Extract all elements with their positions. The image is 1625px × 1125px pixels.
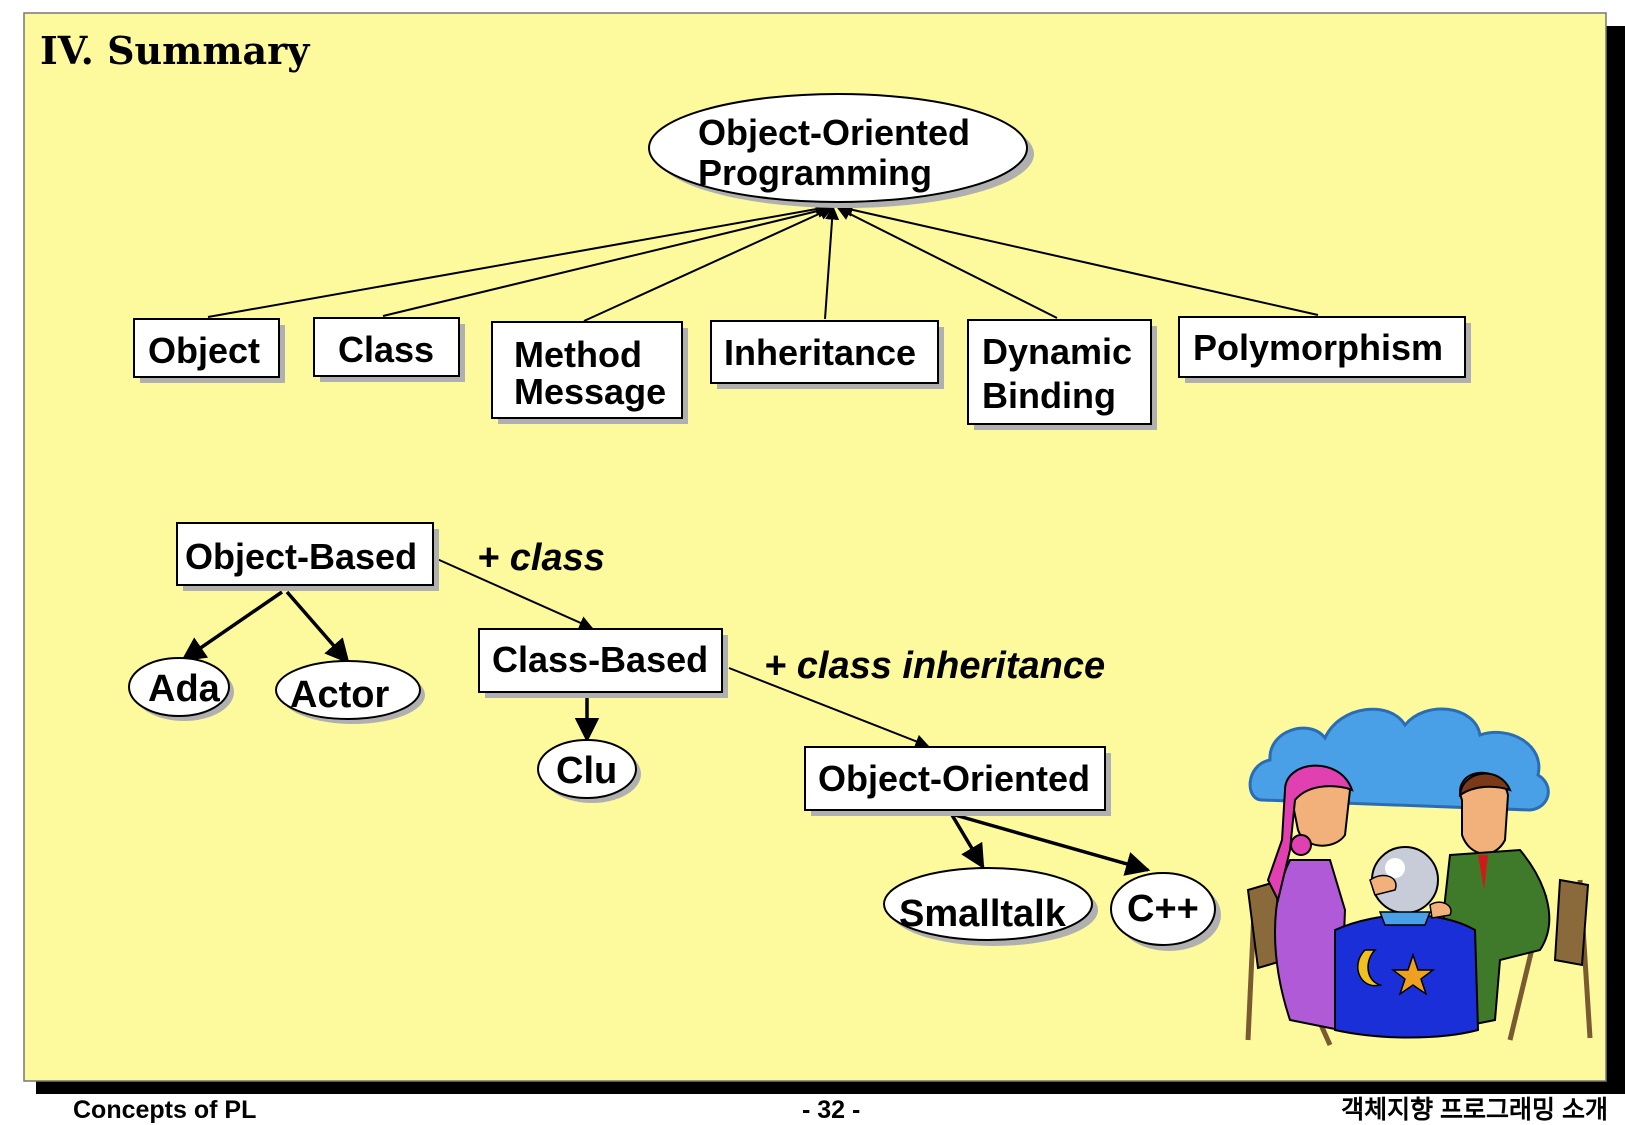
- concept-class: Class: [313, 317, 465, 382]
- concept-inheritance: Inheritance: [710, 320, 944, 389]
- language-smalltalk-label: Smalltalk: [899, 893, 1067, 935]
- concept-dynamic-binding: Dynamic Binding: [967, 319, 1157, 430]
- paradigm-object-oriented-label: Object-Oriented: [818, 758, 1090, 799]
- edge-objectoriented-cpp: [954, 813, 1151, 876]
- paradigm-object-based: Object-Based: [176, 522, 439, 591]
- paradigm-object-based-label: Object-Based: [185, 536, 417, 577]
- language-smalltalk: Smalltalk: [883, 867, 1098, 946]
- footer-korean-title: 객체지향 프로그래밍 소개: [1341, 1096, 1608, 1124]
- edge-method-root: [583, 206, 834, 322]
- transition-inheritance-label: + class inheritance: [764, 645, 1105, 687]
- paradigm-object-oriented: Object-Oriented: [804, 746, 1111, 816]
- edge-objectoriented-smalltalk: [950, 814, 985, 870]
- root-label-line2: Programming: [698, 152, 932, 193]
- concept-object: Object: [133, 318, 285, 383]
- footer-page-number: - 32 -: [802, 1096, 860, 1124]
- concept-polymorphism-label: Polymorphism: [1193, 327, 1443, 368]
- edge-objectbased-ada: [180, 590, 283, 662]
- edge-polymorphism-root: [838, 202, 1319, 316]
- language-actor-label: Actor: [290, 674, 389, 716]
- fortune-teller-illustration: [1245, 707, 1593, 1047]
- concept-dynamic-label: Dynamic: [982, 331, 1132, 372]
- paradigm-class-based-label: Class-Based: [492, 639, 708, 680]
- concept-inheritance-label: Inheritance: [724, 332, 916, 373]
- root-label-line1: Object-Oriented: [698, 112, 970, 153]
- language-cpp: C++: [1110, 872, 1221, 951]
- root-node: Object-Oriented Programming: [648, 93, 1034, 208]
- concept-edges: [207, 202, 1319, 322]
- language-clu-label: Clu: [556, 750, 617, 792]
- language-cpp-label: C++: [1127, 888, 1199, 930]
- concept-message-label: Message: [514, 371, 666, 412]
- language-ada-label: Ada: [148, 668, 221, 710]
- paradigm-edges: [180, 558, 1151, 876]
- concept-method-label: Method: [514, 334, 642, 375]
- slide-title: IV. Summary: [40, 28, 310, 73]
- edge-class-root: [382, 204, 832, 317]
- language-ada: Ada: [128, 657, 234, 721]
- edge-objectbased-classbased: [436, 558, 594, 630]
- language-actor: Actor: [275, 660, 425, 724]
- transition-class-label: + class: [477, 537, 605, 579]
- language-clu: Clu: [537, 739, 641, 803]
- concept-object-label: Object: [148, 330, 260, 371]
- concept-method-message: Method Message: [491, 321, 688, 424]
- edge-objectbased-actor: [285, 590, 350, 664]
- edge-object-root: [207, 202, 830, 318]
- concept-class-label: Class: [338, 329, 434, 370]
- footer-course: Concepts of PL: [73, 1096, 256, 1124]
- concept-polymorphism: Polymorphism: [1178, 316, 1471, 383]
- edge-dynamic-root: [836, 207, 1058, 319]
- concept-binding-label: Binding: [982, 375, 1116, 416]
- edge-classbased-objectoriented: [728, 667, 930, 748]
- edge-inheritance-root: [824, 205, 840, 320]
- paradigm-class-based: Class-Based: [478, 628, 728, 698]
